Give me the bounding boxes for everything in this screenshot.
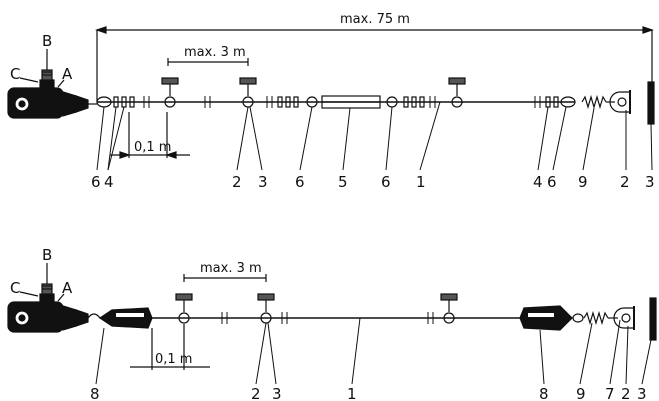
part-number: 6 [91,173,101,191]
switch-label-c: C [10,65,20,83]
part-number: 5 [338,173,348,191]
part-number: 6 [547,173,557,191]
part-number: 9 [576,385,586,401]
part-number: 4 [104,173,114,191]
shackle [613,306,635,330]
part-number: 2 [251,385,261,401]
part-number: 3 [258,173,268,191]
part-number: 7 [605,385,615,401]
part-number: 2 [620,173,630,191]
rope-tensioner [519,305,573,331]
switch-label-a: A [62,65,73,83]
part-number: 8 [90,385,100,401]
max-spacing-dimension [167,58,249,66]
part-number: 8 [539,385,549,401]
eye-bolt-support [161,77,179,108]
max-spacing-label: max. 3 m [184,45,246,60]
thimble [572,313,584,323]
thimble [560,96,576,108]
bottom-installation-diagram: max. 3 m B C A [7,246,657,385]
rope-pull-switch [7,69,97,119]
part-number: 2 [621,385,631,401]
part-number: 1 [416,173,426,191]
min-distance-label: 0,1 m [155,352,192,367]
max-length-dimension [95,26,654,102]
rope-pull-switch [7,283,89,333]
tension-spring [581,94,607,110]
min-distance-label: 0,1 m [134,140,171,155]
wall-anchor [649,297,657,341]
eye-bolt-support [175,293,193,324]
part-number: 1 [347,385,357,401]
min-distance-dimension [130,324,210,370]
eye-bolt-support [448,77,466,108]
part-number: 9 [578,173,588,191]
max-length-label: max. 75 m [340,12,410,27]
max-spacing-dimension [183,274,267,282]
part-number: 4 [533,173,543,191]
switch-label-a: A [62,279,73,297]
leader-lines [96,101,653,171]
min-distance-dimension [110,112,190,159]
turnbuckle [306,95,398,109]
max-spacing-label: max. 3 m [200,261,262,276]
break-marks [143,96,541,108]
part-number: 6 [381,173,391,191]
part-number: 6 [295,173,305,191]
switch-label-c: C [10,279,20,297]
switch-label-b: B [42,32,52,50]
wall-anchor [647,81,655,125]
shackle [609,90,631,114]
bottom-part-numbers: 8 2 3 1 8 9 7 2 3 [90,385,647,401]
rope-clamps [113,96,559,108]
top-part-numbers: 6 4 2 3 6 5 6 1 4 6 9 2 3 [91,173,655,191]
top-installation-diagram: max. 75 m max. 3 m B C A [7,12,655,171]
part-number: 3 [637,385,647,401]
part-number: 3 [645,173,655,191]
rope-tensioner [98,307,153,329]
leader-lines [95,317,652,385]
break-marks [221,312,434,324]
hook [87,313,101,319]
eye-bolt-support [440,293,458,324]
tension-spring [583,310,609,326]
part-number: 2 [232,173,242,191]
switch-label-b: B [42,246,52,264]
part-number: 3 [272,385,282,401]
